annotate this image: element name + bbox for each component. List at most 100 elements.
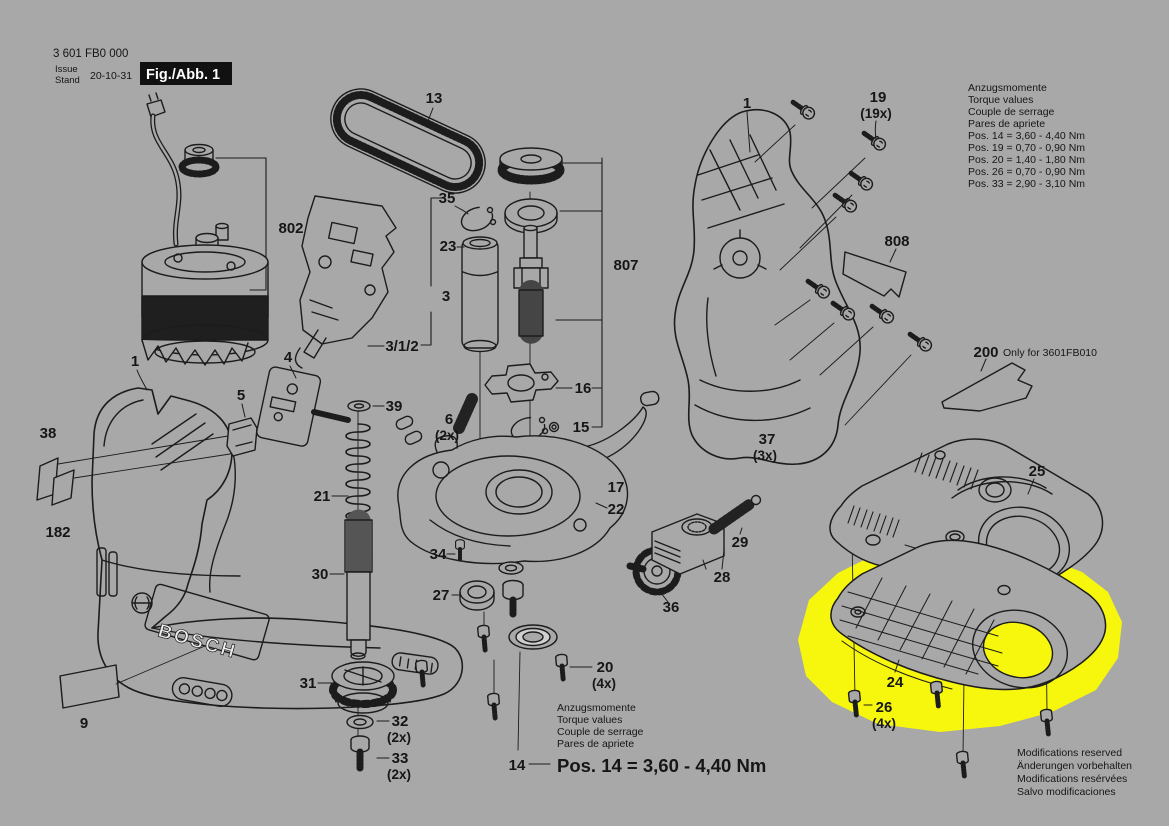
spindle-assembly [497, 147, 565, 346]
footer-line-de: Änderungen vorbehalten [1017, 760, 1132, 772]
torque-bottom-fr: Couple de serrage [557, 726, 644, 738]
callout-24[interactable]: 24 [887, 674, 904, 691]
torque-pos14-value: Pos. 14 = 3,60 - 4,40 Nm [557, 755, 766, 776]
callout-29[interactable]: 29 [732, 534, 749, 551]
spring-29 [708, 494, 762, 535]
callout-34[interactable]: 34 [430, 546, 447, 563]
callout-19-qty: (19x) [860, 106, 892, 121]
callout-19[interactable]: 19 [870, 89, 887, 106]
callout-807[interactable]: 807 [613, 257, 638, 274]
stand-label: Stand [55, 75, 80, 86]
callout-4[interactable]: 4 [284, 349, 293, 366]
callout-33-qty: (2x) [387, 767, 411, 782]
cross-plate-16 [484, 363, 559, 403]
callout-32-qty: (2x) [387, 730, 411, 745]
motor-drawing [141, 222, 269, 366]
figure-label: Fig./Abb. 1 [146, 67, 220, 83]
diagram-line-art [36, 88, 1107, 777]
callout-labels: 13 35 23 3 3/1/2 802 807 16 15 17 22 1 3… [40, 89, 1097, 782]
callout-6-qty: (2x) [435, 428, 459, 443]
callout-39[interactable]: 39 [386, 398, 403, 415]
torque-bottom-en: Torque values [557, 714, 622, 726]
motor-cable [146, 92, 182, 247]
callout-3-1-2[interactable]: 3/1/2 [385, 338, 418, 355]
callout-13[interactable]: 13 [426, 90, 443, 107]
footer-line-fr: Modifications resérvées [1017, 773, 1127, 785]
washer-32 [346, 714, 390, 730]
callout-802[interactable]: 802 [278, 220, 303, 237]
figure-label-box [140, 62, 232, 85]
callout-38[interactable]: 38 [40, 425, 57, 442]
screws-20 [416, 625, 593, 718]
label-stickers [36, 435, 244, 709]
callout-20[interactable]: 20 [597, 659, 614, 676]
callout-31[interactable]: 31 [300, 675, 317, 692]
callout-32[interactable]: 32 [392, 713, 409, 730]
large-washer-14 [508, 624, 558, 650]
torque-pos-14: Pos. 14 = 3,60 - 4,40 Nm [968, 130, 1085, 142]
callout-182[interactable]: 182 [45, 524, 70, 541]
callout-17[interactable]: 17 [608, 479, 625, 496]
torque-pos-20: Pos. 20 = 1,40 - 1,80 Nm [968, 154, 1085, 166]
note-200-text: Only for 3601FB010 [1003, 347, 1097, 359]
callout-15[interactable]: 15 [573, 419, 590, 436]
washer-39 [347, 400, 385, 412]
footer-line-en: Modifications reserved [1017, 747, 1122, 759]
callout-5[interactable]: 5 [237, 387, 245, 404]
torque-pos-19: Pos. 19 = 0,70 - 0,90 Nm [968, 142, 1085, 154]
callout-23[interactable]: 23 [440, 238, 457, 255]
callout-6[interactable]: 6 [445, 411, 453, 428]
callout-33[interactable]: 33 [392, 750, 409, 767]
screw-33 [350, 735, 390, 772]
callout-9[interactable]: 9 [80, 715, 88, 732]
callout-3[interactable]: 3 [442, 288, 450, 305]
callout-21[interactable]: 21 [314, 488, 331, 505]
washer-small [498, 561, 524, 575]
leader-22 [595, 502, 608, 509]
bearing-27 [451, 580, 495, 611]
pinion-gear [178, 143, 220, 178]
callout-26-qty: (4x) [872, 716, 896, 731]
callout-16[interactable]: 16 [575, 380, 592, 397]
callout-28[interactable]: 28 [714, 569, 731, 586]
callout-808[interactable]: 808 [884, 233, 909, 250]
callout-25[interactable]: 25 [1029, 463, 1046, 480]
torque-title-fr: Couple de serrage [968, 106, 1055, 118]
callout-37-qty: (3x) [753, 448, 777, 463]
footer-notes: Modifications reserved Änderungen vorbeh… [1017, 747, 1132, 798]
torque-title-en: Torque values [968, 94, 1033, 106]
callout-26[interactable]: 26 [876, 699, 893, 716]
sticker-200 [941, 358, 1033, 412]
callout-1-right[interactable]: 1 [743, 95, 751, 112]
knob-31 [317, 661, 397, 714]
callout-30[interactable]: 30 [312, 566, 329, 583]
callout-37[interactable]: 37 [759, 431, 776, 448]
callout-35[interactable]: 35 [439, 190, 456, 207]
block-28 [651, 513, 725, 575]
right-housing [673, 108, 861, 465]
shoulder-screw [502, 579, 524, 618]
circlip-35 [460, 206, 497, 232]
torque-title-de: Anzugsmomente [968, 82, 1047, 94]
issue-label: Issue [55, 64, 78, 75]
callout-1-left[interactable]: 1 [131, 353, 139, 370]
torque-bottom-de: Anzugsmomente [557, 702, 636, 714]
header: 3 601 FB0 000 Issue Stand 20-10-31 Fig./… [53, 48, 232, 86]
callout-22[interactable]: 22 [608, 501, 625, 518]
callout-14[interactable]: 14 [509, 757, 526, 774]
document-number: 3 601 FB0 000 [53, 48, 128, 60]
torque-title-es: Pares de apriete [968, 118, 1045, 130]
callout-36[interactable]: 36 [663, 599, 680, 616]
screws-26 [848, 681, 1054, 777]
rod-30 [329, 509, 373, 660]
callout-27[interactable]: 27 [433, 587, 450, 604]
bracket-3 [367, 197, 446, 347]
screws-19 [754, 97, 934, 426]
base-housing-22 [397, 435, 629, 565]
pins-6 [395, 393, 478, 445]
callout-200[interactable]: 200 [973, 344, 998, 361]
plate-24-selected [830, 539, 1107, 691]
callout-20-qty: (4x) [592, 676, 616, 691]
drive-belt [330, 88, 486, 194]
